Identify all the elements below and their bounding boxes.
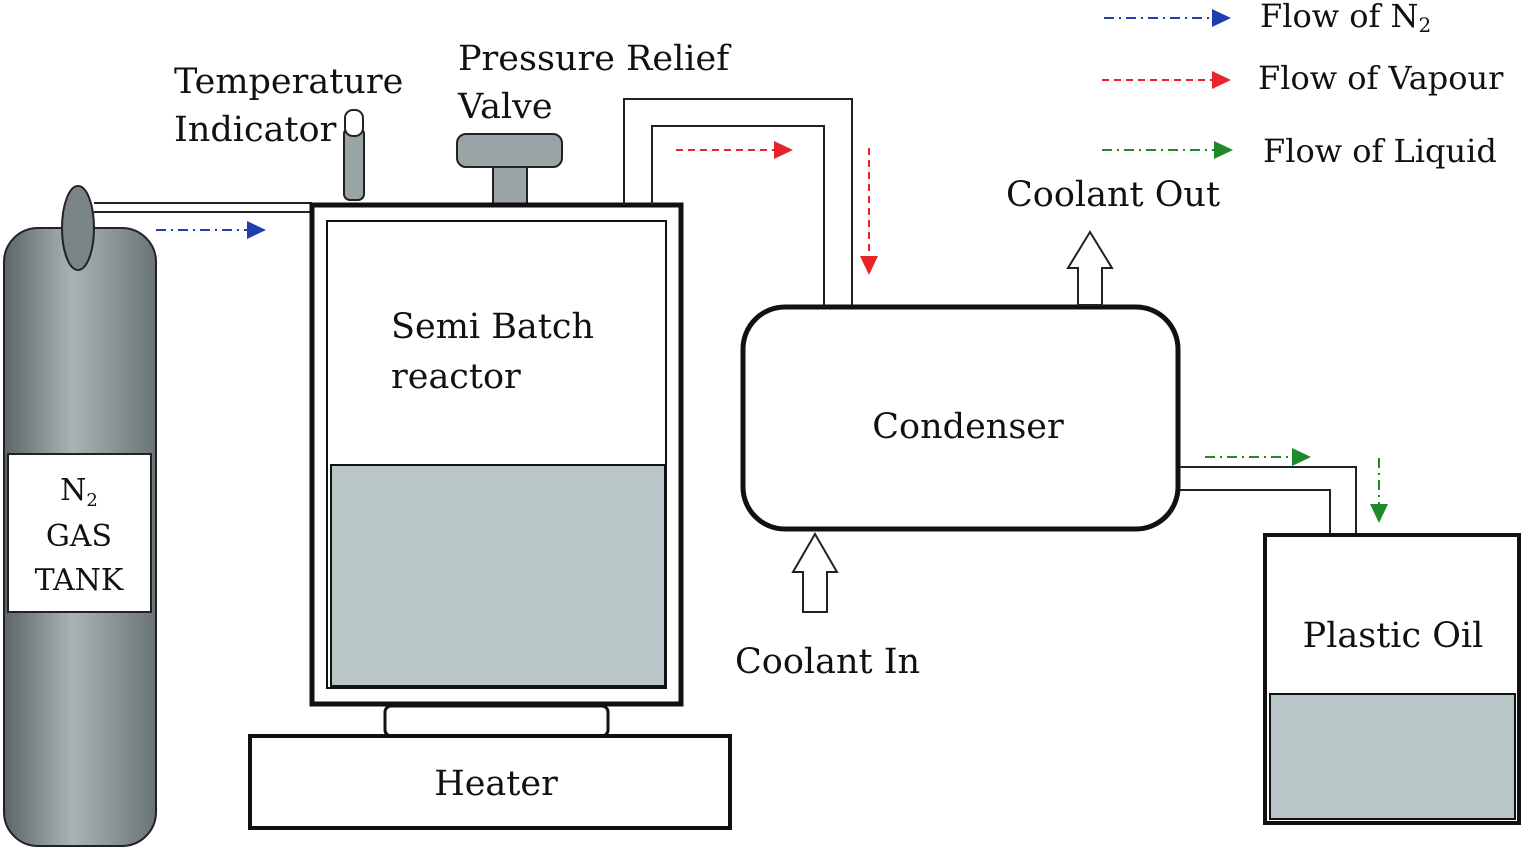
legend: Flow of N2 Flow of Vapour Flow of Liquid: [1102, 0, 1504, 170]
legend-liquid-label: Flow of Liquid: [1263, 132, 1497, 170]
plastic-oil-label: Plastic Oil: [1303, 616, 1484, 656]
heater: [248, 704, 732, 830]
tank-label-plate: [7, 453, 152, 613]
legend-n2-symbol: [1104, 9, 1231, 27]
vapour-flow-arrow-horizontal: [676, 141, 793, 159]
vapour-pipe: [623, 98, 853, 306]
pressure-label-line1: Pressure Relief: [458, 39, 732, 79]
condenser: [740, 304, 1181, 532]
temperature-label-line1: Temperature: [174, 62, 403, 102]
n2-gas-tank: N2 GAS TANK: [3, 185, 157, 847]
tank-valve-cap: [61, 185, 95, 271]
tank-label-line2: GAS: [46, 519, 112, 554]
semi-batch-reactor: [309, 202, 684, 707]
coolant-in-label: Coolant In: [735, 642, 920, 682]
tank-label-line1: N2: [60, 473, 98, 511]
plastic-oil-liquid: [1269, 693, 1516, 820]
legend-liquid-symbol: [1102, 141, 1233, 159]
n2-flow-arrow: [156, 221, 266, 239]
condenser-label: Condenser: [872, 407, 1064, 447]
legend-vapour-symbol: [1102, 71, 1231, 89]
plastic-oil-container: [1263, 533, 1521, 825]
heater-label: Heater: [434, 764, 558, 804]
legend-vapour-label: Flow of Vapour: [1258, 59, 1504, 97]
vapour-flow-arrow-vertical: [860, 148, 878, 275]
legend-n2-label: Flow of N2: [1260, 0, 1431, 37]
reactor-label-line1: Semi Batch: [391, 307, 594, 347]
reactor-label-line2: reactor: [391, 357, 521, 397]
liquid-flow-arrow-vertical: [1370, 458, 1388, 523]
coolant-in-arrow: [791, 532, 839, 613]
coolant-out-label: Coolant Out: [1006, 175, 1220, 215]
liquid-pipe: [1180, 466, 1357, 535]
tank-label-line3: TANK: [35, 563, 124, 598]
n2-feed-pipe: [94, 202, 312, 213]
temperature-indicator: [343, 109, 365, 201]
coolant-out-arrow: [1066, 230, 1114, 306]
liquid-flow-arrow-horizontal: [1205, 448, 1311, 466]
pressure-label-line2: Valve: [457, 87, 553, 127]
reactor-liquid: [330, 464, 666, 687]
pressure-relief-valve: [456, 133, 563, 206]
temperature-label-line2: Indicator: [174, 110, 337, 150]
